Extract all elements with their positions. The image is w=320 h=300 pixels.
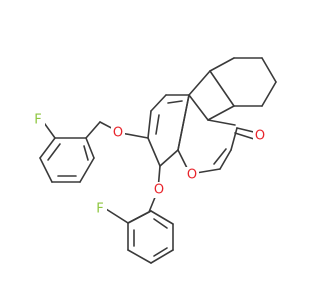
bond (213, 148, 227, 165)
atom-label: O (113, 126, 123, 141)
atom-bg (185, 167, 199, 183)
bond-lines (39, 57, 277, 264)
bond (209, 70, 235, 107)
bond (207, 105, 235, 121)
bond (147, 110, 152, 139)
atom-labels: O O O O F F (31, 112, 267, 217)
bond (47, 143, 61, 161)
bond (150, 210, 174, 225)
bond (230, 127, 238, 151)
atom-label: O (154, 183, 164, 198)
atom-bg (111, 125, 125, 141)
atom-bg (152, 182, 166, 198)
bond (153, 218, 168, 229)
atom-bg (31, 112, 45, 128)
bond (105, 208, 129, 224)
atom-label: F (96, 202, 103, 217)
atom-bg (253, 128, 267, 144)
atom-o2: O (152, 182, 166, 198)
bond (83, 145, 89, 161)
atom-bg (93, 201, 107, 217)
bond (219, 149, 232, 170)
bond (234, 132, 255, 140)
bond (79, 157, 95, 183)
bond (147, 137, 161, 167)
atom-label: F (34, 113, 41, 128)
bond (207, 119, 236, 126)
bond (261, 57, 277, 83)
bond (155, 114, 160, 135)
bond (167, 100, 183, 104)
bond (39, 157, 53, 183)
atom-f1: F (31, 112, 45, 128)
molecule-structure: O O O O F F (31, 57, 277, 264)
bond (150, 94, 167, 112)
bond (127, 210, 152, 224)
bond (85, 137, 95, 159)
atom-o3: O (185, 167, 199, 183)
atom-o4: O (253, 128, 267, 144)
bond (177, 94, 190, 151)
atom-f2: F (93, 201, 107, 217)
atom-label: O (255, 129, 265, 144)
bond (159, 149, 179, 167)
atom-o1: O (111, 125, 125, 141)
atom-label: O (187, 168, 197, 183)
bond (127, 249, 152, 264)
bond (188, 70, 211, 96)
bond (85, 121, 101, 139)
bond (153, 247, 168, 257)
bond (120, 132, 149, 139)
bond (188, 94, 209, 121)
bond (209, 57, 235, 72)
bond (39, 137, 56, 159)
bond (261, 81, 277, 107)
bond (150, 249, 174, 264)
